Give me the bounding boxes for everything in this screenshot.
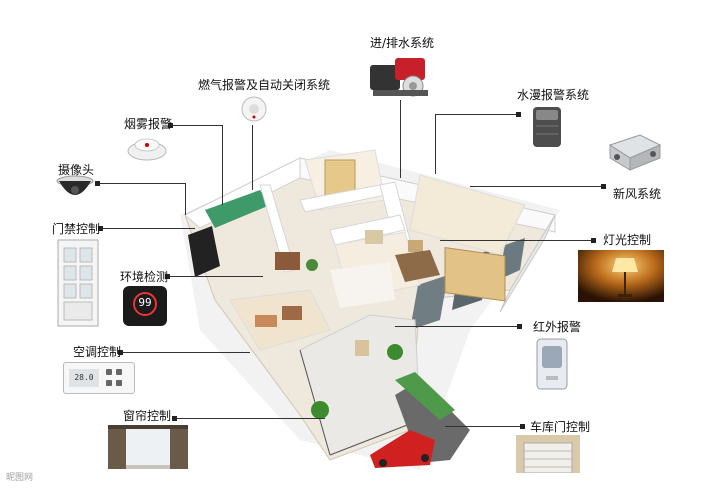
painting-1 <box>365 230 383 244</box>
leader-water <box>400 100 401 178</box>
leader-gas <box>252 125 253 190</box>
leader-access <box>100 228 195 229</box>
thermostat-device: 99 <box>123 286 167 326</box>
patio-railing-front <box>329 419 421 456</box>
label-water-system: 进/排水系统 <box>370 36 435 50</box>
plant-patio-1 <box>387 344 403 360</box>
leader-dot-lighting <box>591 238 596 243</box>
leader-lighting <box>440 240 595 241</box>
plant-patio-2 <box>311 401 329 419</box>
water-pump-icon <box>370 58 428 97</box>
label-curtain-control: 窗帘控制 <box>123 409 172 423</box>
curtain-photo-icon <box>108 425 188 469</box>
lamp-photo-icon <box>578 250 664 302</box>
leader-dot-smoke <box>168 123 173 128</box>
room-bathroom <box>205 190 270 228</box>
garage-door-photo-icon <box>516 435 580 473</box>
label-smoke-alarm: 烟雾报警 <box>124 117 173 131</box>
car-wheel-2 <box>421 454 429 462</box>
aircon-display: 28.0 <box>69 369 99 387</box>
leader-fresh-air <box>470 186 605 187</box>
gas-detector-icon <box>241 96 267 122</box>
access-door-icon <box>57 239 99 327</box>
garage-green-roof <box>395 372 455 420</box>
wall-east <box>499 214 556 313</box>
room-living <box>229 289 331 351</box>
aircon-button-icon <box>116 380 122 386</box>
painting-2 <box>408 240 423 252</box>
leader-flood-v <box>435 114 436 174</box>
thermostat-ring-icon <box>133 292 157 316</box>
leader-dot-curtain <box>172 416 177 421</box>
watermark: 昵图网 <box>6 473 34 483</box>
leader-environment <box>168 276 263 277</box>
aircon-button-icon <box>106 369 112 375</box>
label-fresh-air: 新风系统 <box>613 187 662 201</box>
label-camera: 摄像头 <box>58 163 95 177</box>
coffee-table <box>282 306 302 320</box>
fresh-air-unit-icon <box>608 134 662 171</box>
sofa <box>255 315 277 327</box>
leader-dot-aircon <box>118 350 123 355</box>
aircon-button-icon <box>116 369 122 375</box>
leader-smoke-h <box>172 125 222 126</box>
room-blurred <box>330 262 395 308</box>
label-infrared-alarm: 红外报警 <box>533 320 582 334</box>
aircon-button-icon <box>106 380 112 386</box>
leader-dot-access <box>98 226 103 231</box>
door-left <box>188 226 220 277</box>
window-east-3 <box>410 275 448 330</box>
leader-dot-garage <box>520 424 525 429</box>
leader-flood-h <box>435 114 517 115</box>
leader-dot-fresh-air <box>601 184 606 189</box>
patio-chair <box>355 340 369 356</box>
infrared-sensor-icon <box>536 338 568 390</box>
thermostat-reading: 99 <box>138 296 152 309</box>
leader-camera-h <box>95 183 185 184</box>
label-aircon-control: 空调控制 <box>73 345 122 359</box>
aircon-controller: 28.0 <box>63 362 135 394</box>
bed <box>395 250 440 282</box>
leader-camera-v <box>185 183 186 215</box>
leader-dot-flood <box>516 112 521 117</box>
label-gas-alarm: 燃气报警及自动关闭系统 <box>198 78 331 92</box>
leader-dot-environment <box>165 274 170 279</box>
label-lighting-control: 灯光控制 <box>603 233 652 247</box>
flood-sensor-icon <box>533 107 561 147</box>
bookshelf <box>324 159 356 196</box>
leader-smoke-v <box>222 125 223 205</box>
plant-dining <box>306 259 318 271</box>
leader-dot-infrared <box>517 324 522 329</box>
leader-dot-camera <box>95 181 100 186</box>
label-flood-alarm: 水漫报警系统 <box>517 88 590 102</box>
security-camera-icon <box>56 175 94 195</box>
leader-aircon <box>120 352 250 353</box>
patio-railing-left <box>299 349 331 456</box>
car-wheel-1 <box>379 459 387 467</box>
wardrobe <box>444 246 506 302</box>
dining-table <box>275 252 300 270</box>
label-access-control: 门禁控制 <box>52 222 101 236</box>
red-car <box>370 430 435 468</box>
label-garage-control: 车库门控制 <box>530 420 591 434</box>
leader-curtain <box>175 418 325 419</box>
smoke-detector-icon <box>127 138 167 161</box>
leader-garage <box>445 426 525 427</box>
leader-infrared <box>395 326 520 327</box>
label-environment-monitor: 环境检测 <box>120 270 169 284</box>
